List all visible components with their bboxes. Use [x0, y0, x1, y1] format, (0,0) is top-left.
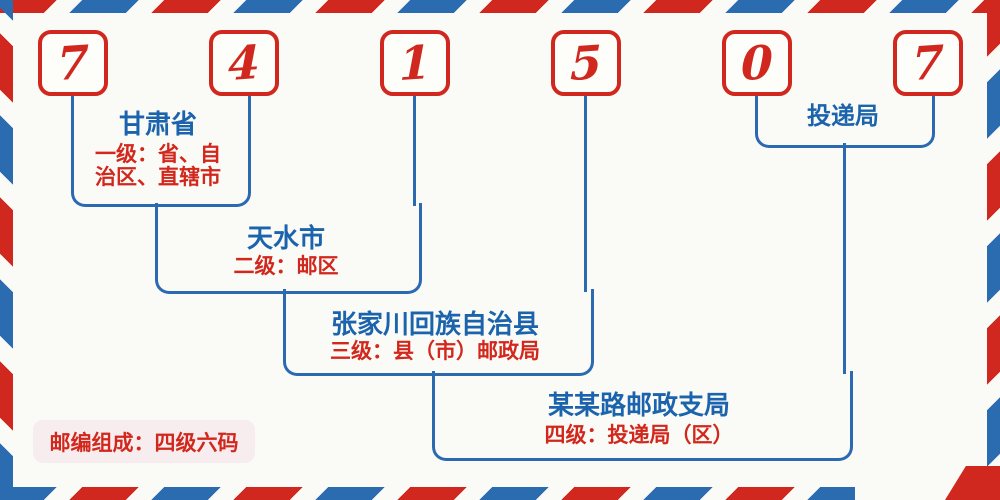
airmail-border-right	[987, 0, 1000, 500]
digit-box-5: 0	[722, 30, 792, 96]
level-4-desc: 四级：投递局（区）	[544, 424, 734, 447]
digit-1: 7	[57, 34, 89, 92]
connector-digit4	[584, 96, 587, 292]
level-1-desc-line-1: 一级：省、自	[95, 143, 221, 166]
level-2-name: 天水市	[246, 223, 326, 253]
digit-6: 7	[912, 34, 944, 92]
digit-3: 1	[399, 34, 431, 92]
airmail-border-top	[0, 0, 1000, 13]
level-4-name: 某某路邮政支局	[547, 390, 731, 420]
postal-code-composition-note: 邮编组成：四级六码	[33, 420, 255, 463]
level-2-desc: 二级：邮区	[233, 255, 339, 278]
airmail-border-left	[0, 0, 13, 500]
digit-box-2: 4	[209, 30, 279, 96]
digit-box-3: 1	[380, 30, 450, 96]
bracket-delivery-office	[755, 96, 935, 148]
digit-2: 4	[228, 34, 260, 92]
level-3-name: 张家川回族自治县	[330, 309, 540, 339]
level-3-desc: 三级：县（市）邮政局	[330, 340, 540, 363]
airmail-border-corner	[945, 466, 1000, 500]
note-text: 邮编组成：四级六码	[49, 431, 239, 455]
digit-5: 0	[741, 34, 773, 92]
digit-box-4: 5	[551, 30, 621, 96]
level-1-desc-line-2: 治区、直辖市	[95, 166, 221, 189]
level-1-name: 甘肃省	[118, 109, 198, 139]
connector-digit3	[413, 96, 416, 206]
digit-box-6: 7	[893, 30, 963, 96]
digit-box-1: 7	[38, 30, 108, 96]
delivery-office-label: 投递局	[807, 103, 879, 130]
airmail-border-bottom	[0, 487, 855, 500]
bracket-level-4	[432, 371, 853, 461]
digit-4: 5	[570, 34, 602, 92]
connector-delivery-stem	[843, 143, 846, 374]
